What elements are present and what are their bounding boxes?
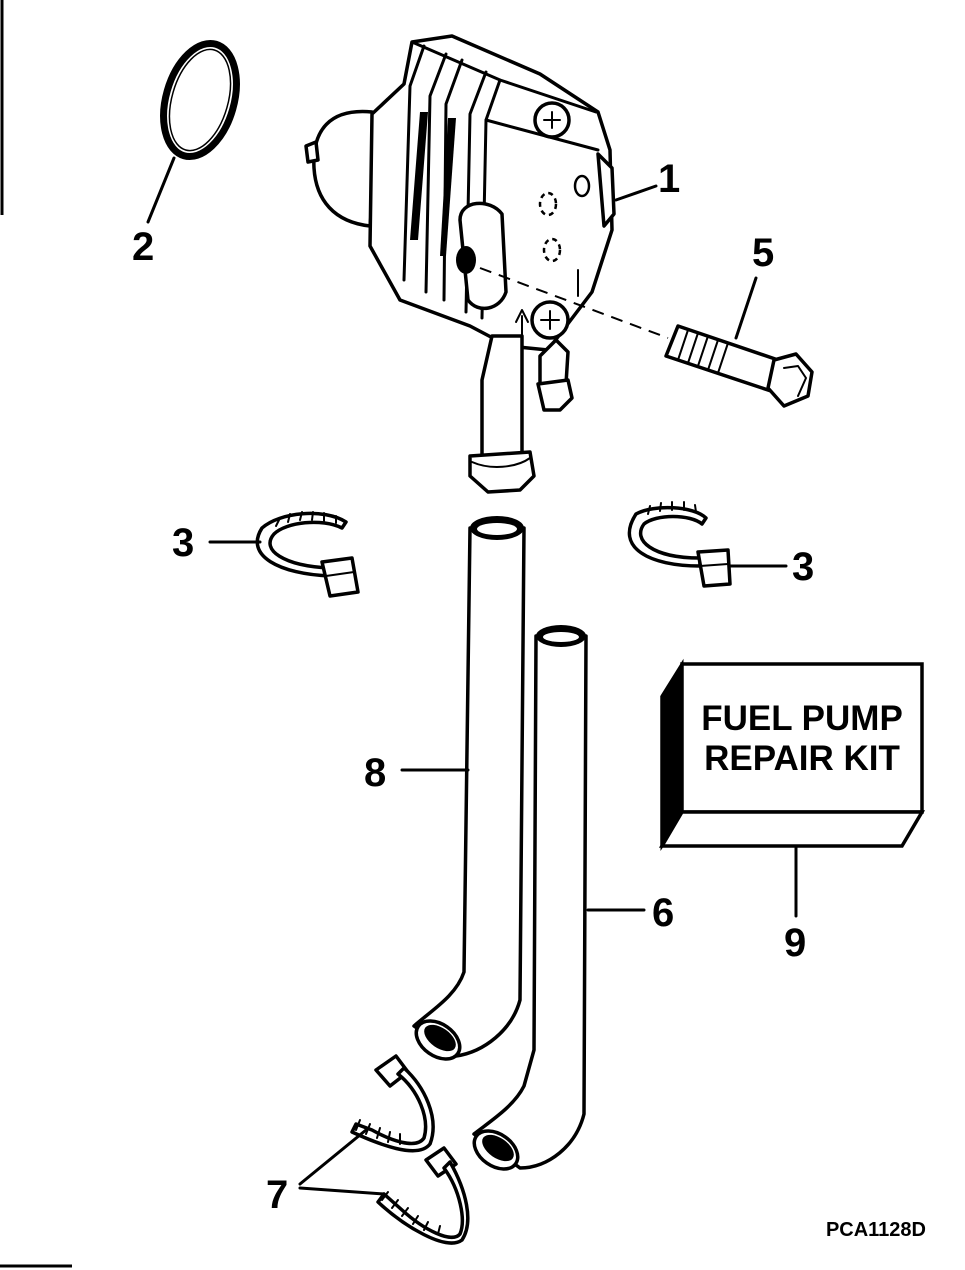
callout-6: 6	[652, 891, 674, 935]
callout-3-left: 3	[172, 521, 194, 565]
repair-kit-box-part-9: FUEL PUMP REPAIR KIT	[658, 658, 926, 851]
kit-label-line1: FUEL PUMP	[701, 699, 903, 738]
hose-part-8	[412, 516, 526, 1061]
callout-3-right: 3	[792, 545, 814, 589]
callout-5: 5	[752, 231, 774, 275]
clamp-left-part-3	[255, 511, 360, 598]
kit-label-line2: REPAIR KIT	[704, 739, 900, 778]
clamps-part-7	[350, 1054, 470, 1245]
fuel-pump-part-1	[304, 34, 669, 494]
clamp-right-part-3	[627, 501, 732, 588]
callout-8: 8	[364, 751, 386, 795]
page-edge-marks	[0, 0, 72, 1268]
callout-7: 7	[266, 1173, 288, 1217]
o-ring-part-2	[160, 39, 240, 161]
bolt-part-5	[664, 324, 814, 408]
callout-9: 9	[784, 921, 806, 965]
leader-lines	[146, 156, 798, 1196]
callout-2: 2	[132, 225, 154, 269]
callout-numbers: 1 2 3 3 5 6 7 8 9	[132, 157, 814, 1217]
callout-1: 1	[658, 157, 680, 201]
figure-code: PCA1128D	[826, 1219, 926, 1241]
hose-part-6	[472, 625, 588, 1171]
